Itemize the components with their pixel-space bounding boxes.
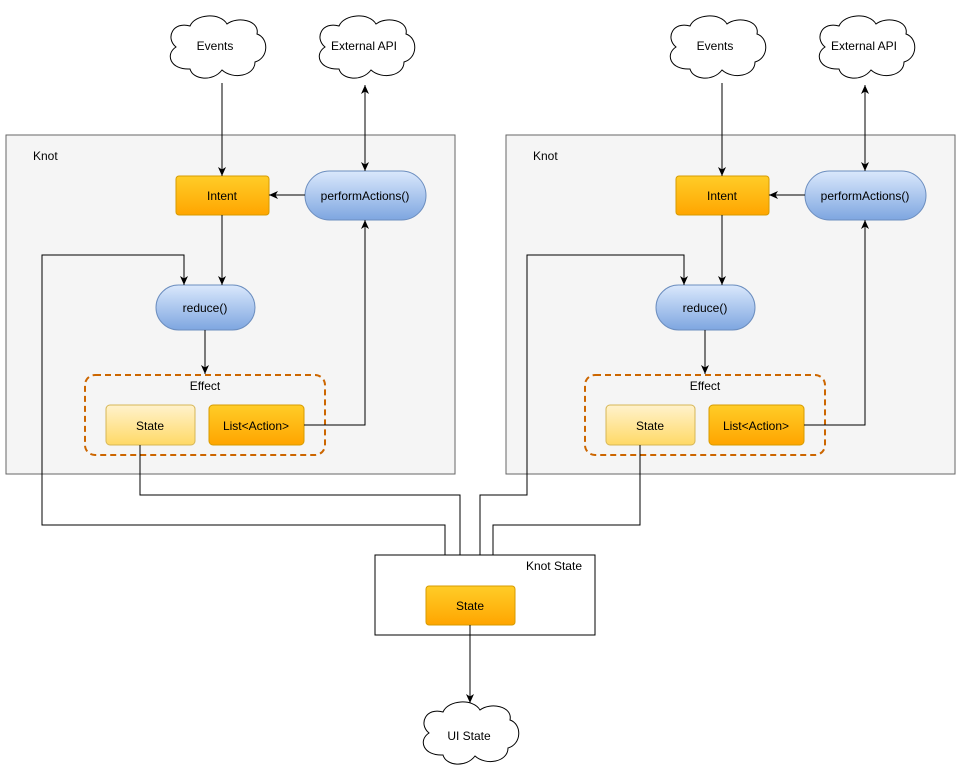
knot-title: Knot: [33, 149, 58, 163]
state-label: State: [136, 419, 164, 433]
events-cloud: [169, 15, 267, 79]
state-to-knot-state-arrow: [139, 445, 464, 586]
knot-left: Knot Events External API Intent performA…: [5, 15, 464, 586]
intent-label: Intent: [707, 189, 738, 203]
external-api-label: External API: [331, 39, 397, 53]
ui-state-label: UI State: [447, 729, 491, 743]
knot-title: Knot: [533, 149, 558, 163]
knot-right: Knot Events External API Intent performA…: [479, 15, 956, 586]
knot-state-to-reduce-arrow: [479, 254, 688, 586]
external-api-label: External API: [831, 39, 897, 53]
perform-actions-label: performActions(): [321, 189, 410, 203]
effect-label: Effect: [190, 379, 221, 393]
perform-actions-label: performActions(): [821, 189, 910, 203]
knot-state-group: Knot State State: [374, 554, 596, 636]
effect-group: [84, 374, 326, 456]
effect-label: Effect: [690, 379, 721, 393]
knot-state-label: State: [456, 599, 484, 613]
list-action-label: List<Action>: [723, 419, 789, 433]
state-box: [605, 404, 696, 446]
events-cloud: [669, 15, 767, 79]
reduce-label: reduce(): [683, 301, 728, 315]
ui-state-group: UI State: [422, 701, 520, 765]
knot-state-to-reduce-arrow: [41, 254, 446, 586]
list-action-to-perform-arrow: [304, 220, 369, 426]
ui-state-cloud: [422, 701, 520, 765]
intent-label: Intent: [207, 189, 238, 203]
knot-state-title: Knot State: [526, 559, 582, 573]
external-api-cloud: [818, 15, 916, 79]
reduce-label: reduce(): [183, 301, 228, 315]
events-label: Events: [197, 39, 234, 53]
external-api-cloud: [318, 15, 416, 79]
state-box: [105, 404, 196, 446]
list-action-label: List<Action>: [223, 419, 289, 433]
list-action-to-perform-arrow: [804, 220, 869, 426]
state-label: State: [636, 419, 664, 433]
events-label: Events: [697, 39, 734, 53]
effect-group: [584, 374, 826, 456]
